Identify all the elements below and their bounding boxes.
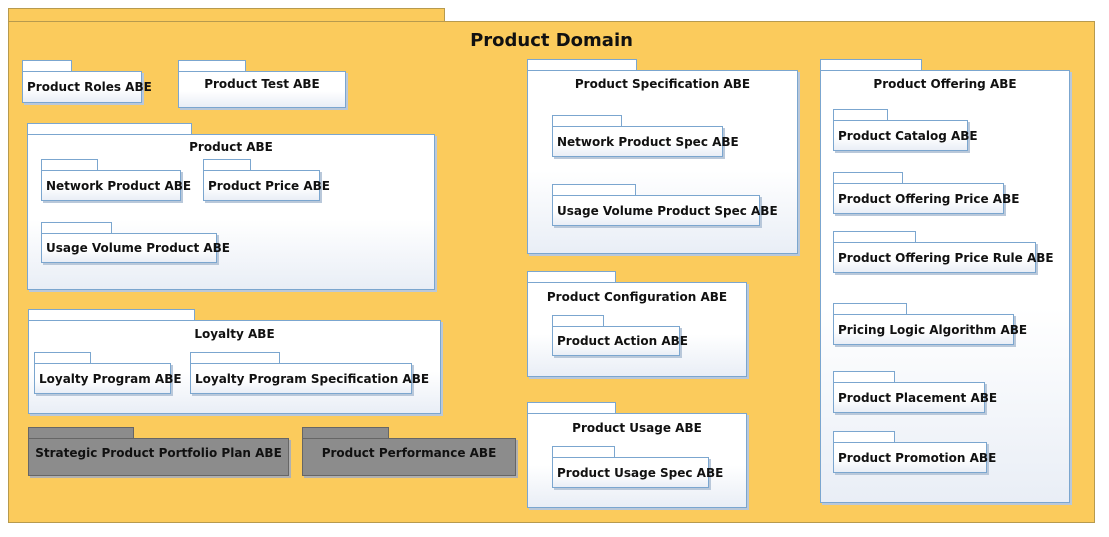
package-tab [833, 231, 916, 243]
package-label: Loyalty Program Specification ABE [195, 371, 430, 386]
package-label: Loyalty Program ABE [39, 371, 182, 386]
package-label: Pricing Logic Algorithm ABE [838, 322, 1028, 337]
package-label: Product Price ABE [208, 178, 331, 193]
package-body: Product ABE [27, 134, 435, 290]
package-tab [552, 315, 604, 327]
package-label: Product Usage Spec ABE [557, 465, 724, 480]
package-body: Usage Volume Product ABE [41, 233, 230, 263]
package-body: Loyalty Program Specification ABE [190, 363, 430, 394]
product-domain-title: Product Domain [470, 30, 633, 51]
package-body: Product Performance ABE [302, 438, 516, 476]
package-tab [190, 352, 280, 364]
package-label: Product Offering Price Rule ABE [838, 250, 1054, 265]
package-body: Product Catalog ABE [833, 120, 978, 151]
package-label: Usage Volume Product ABE [46, 241, 230, 255]
package-tab [527, 59, 637, 71]
package-body: Product Test ABE [178, 71, 346, 108]
package-body: Product Offering Price ABE [833, 183, 1020, 214]
package-body: Network Product Spec ABE [552, 126, 739, 157]
package-tab [527, 402, 616, 414]
package-tab [552, 184, 636, 196]
package-tab [22, 60, 72, 72]
package-tab [34, 352, 91, 364]
package-label: Product Catalog ABE [838, 128, 978, 143]
package-label: Usage Volume Product Spec ABE [557, 203, 778, 218]
package-body: Strategic Product Portfolio Plan ABE [28, 438, 289, 476]
package-tab [833, 109, 888, 121]
package-label: Product Test ABE [204, 77, 320, 91]
package-tab [302, 427, 389, 439]
package-label: Product Offering ABE [873, 77, 1017, 91]
package-label: Network Product ABE [46, 178, 192, 193]
package-tab [833, 172, 903, 184]
package-tab [527, 271, 616, 283]
package-body: Product Roles ABE [22, 71, 152, 103]
package-label: Strategic Product Portfolio Plan ABE [35, 446, 282, 460]
package-tab [552, 115, 622, 127]
package-label: Product Offering Price ABE [838, 191, 1020, 206]
package-label: Network Product Spec ABE [557, 134, 739, 149]
package-tab [41, 222, 112, 234]
package-label: Product Placement ABE [838, 390, 998, 405]
package-label: Product Usage ABE [572, 421, 702, 435]
package-label: Loyalty ABE [194, 327, 275, 341]
package-label: Product Promotion ABE [838, 450, 997, 465]
package-label: Product Performance ABE [321, 446, 497, 460]
package-label: Product Specification ABE [574, 77, 751, 91]
package-tab [41, 159, 98, 171]
package-tab [178, 60, 246, 72]
package-label: Product ABE [189, 140, 273, 154]
package-body: Pricing Logic Algorithm ABE [833, 314, 1028, 345]
product-domain-tab [8, 8, 445, 22]
package-body: Network Product ABE [41, 170, 192, 201]
package-tab [833, 371, 895, 383]
package-tab [28, 309, 195, 321]
package-label: Product Action ABE [557, 334, 688, 348]
package-tab [833, 303, 907, 315]
package-body: Usage Volume Product Spec ABE [552, 195, 778, 226]
package-body: Product Action ABE [552, 326, 688, 356]
package-body: Product Placement ABE [833, 382, 998, 413]
package-tab [27, 123, 192, 135]
package-label: Product Configuration ABE [546, 290, 728, 304]
package-body: Product Usage Spec ABE [552, 457, 724, 488]
package-body: Product Specification ABE [527, 70, 798, 254]
package-tab [820, 59, 922, 71]
package-tab [833, 431, 895, 443]
package-tab [203, 159, 251, 171]
package-body: Product Promotion ABE [833, 442, 997, 473]
package-tab [28, 427, 134, 439]
package-label: Product Roles ABE [27, 80, 152, 94]
package-body: Product Price ABE [203, 170, 331, 201]
package-body: Loyalty Program ABE [34, 363, 182, 394]
package-tab [552, 446, 615, 458]
package-body: Product Offering Price Rule ABE [833, 242, 1054, 273]
